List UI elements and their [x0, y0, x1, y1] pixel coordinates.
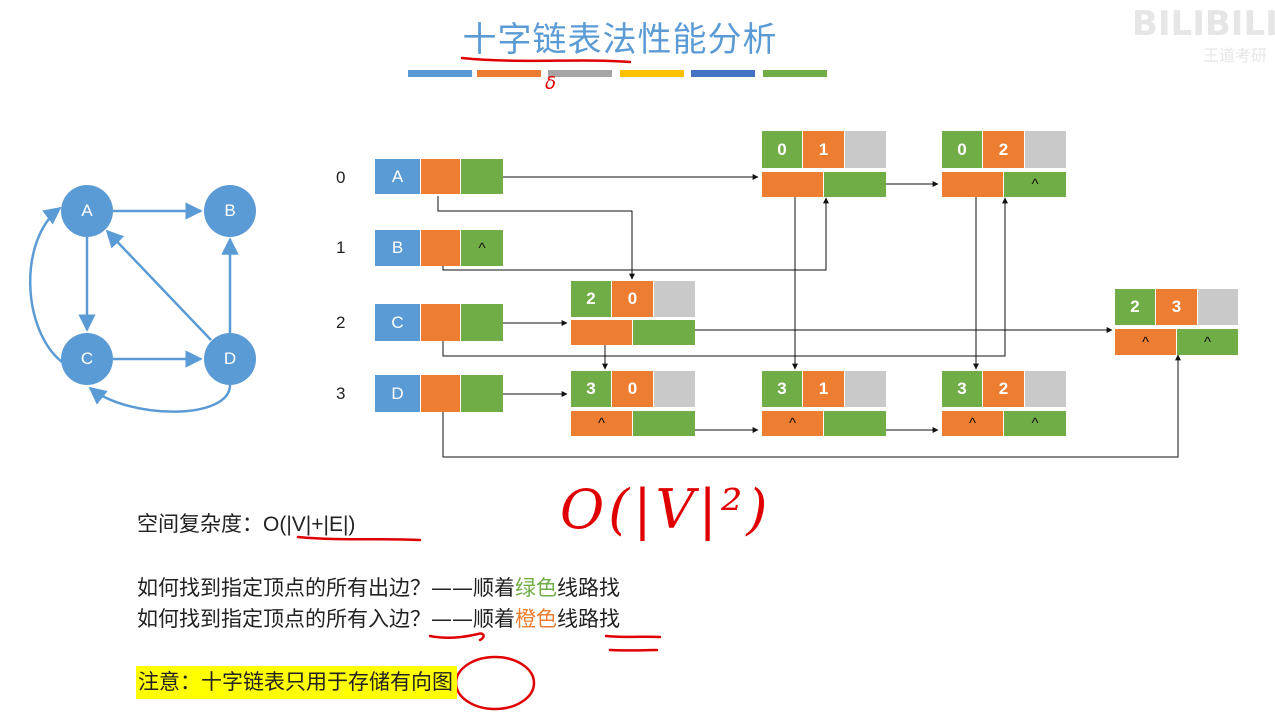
green-word: 绿色 — [515, 576, 557, 600]
tlink-null: ^ — [1004, 411, 1066, 436]
tailvex-cell: 3 — [942, 371, 982, 407]
out-edge-question: 如何找到指定顶点的所有出边？——顺着绿色线路找 — [137, 572, 620, 602]
graph-vertex: B — [204, 185, 256, 237]
vertex-label: B — [224, 201, 236, 220]
vertex-index: 3 — [336, 384, 346, 403]
info-cell — [845, 131, 886, 168]
question-suffix: 线路找 — [557, 576, 620, 600]
info-cell — [1025, 371, 1066, 407]
vertex-index: 1 — [336, 238, 346, 257]
firstout-cell — [461, 375, 503, 412]
title-bar-segment — [477, 70, 541, 77]
graph-vertex: A — [61, 185, 113, 237]
vertex-data-cell: B — [375, 230, 420, 266]
graph-vertex: D — [204, 333, 256, 385]
firstin-cell — [421, 304, 460, 341]
vertex-label: A — [81, 201, 93, 220]
info-cell — [654, 371, 695, 407]
watermark-sub: 王道考研 — [1202, 46, 1267, 65]
watermark-logo: BILIBILI 王道考研 — [1132, 4, 1275, 84]
hlink-null: ^ — [571, 411, 632, 436]
title-bar-segment — [620, 70, 684, 77]
space-complexity-label: 空间复杂度： — [137, 512, 263, 536]
hlink-cell — [942, 172, 1003, 197]
orange-word: 橙色 — [515, 607, 557, 631]
headvex-cell: 0 — [612, 281, 653, 317]
note-highlight: 注意：十字链表只用于存储有向图 — [136, 666, 457, 699]
vertex-data-cell: A — [375, 159, 420, 194]
info-cell — [845, 371, 886, 407]
firstout-cell — [461, 304, 503, 341]
hlink-cell — [571, 320, 632, 345]
vertex-label: C — [80, 349, 94, 368]
firstout-null: ^ — [461, 230, 503, 266]
hlink-cell — [762, 172, 823, 197]
headvex-cell: 2 — [983, 131, 1024, 168]
tailvex-cell: 0 — [762, 131, 802, 168]
space-underline — [296, 535, 422, 542]
tailvex-cell: 2 — [571, 281, 611, 317]
title-bar-segment — [408, 70, 472, 77]
headvex-cell: 1 — [803, 131, 844, 168]
title-bar-segment — [691, 70, 755, 77]
edge-d-c — [88, 384, 232, 413]
edge-d-a — [105, 229, 212, 341]
tlink-null: ^ — [1004, 172, 1066, 197]
graph-edges — [29, 202, 239, 413]
tlink-null: ^ — [1177, 329, 1238, 355]
space-complexity-line: 空间复杂度：O(|V|+|E|) — [137, 508, 355, 538]
orange-underline-1 — [604, 634, 662, 639]
space-complexity-value: O(|V|+|E|) — [263, 513, 356, 536]
handwritten-mark: δ — [545, 73, 557, 94]
headvex-cell: 2 — [983, 371, 1024, 407]
firstin-cell — [421, 375, 460, 412]
tailvex-cell: 0 — [942, 131, 982, 168]
vertex-data-cell: D — [375, 375, 420, 412]
edge-c-a — [29, 206, 63, 363]
info-cell — [1025, 131, 1066, 168]
question-text: 如何找到指定顶点的所有入边？——顺着 — [137, 607, 515, 631]
info-cell — [654, 281, 695, 317]
question-text: 如何找到指定顶点的所有出边？——顺着 — [137, 576, 515, 600]
handwritten-complexity: O(|V|²) — [560, 478, 772, 541]
page-title: 十字链表法性能分析 — [462, 20, 778, 60]
graph-vertex: C — [61, 333, 113, 385]
title-bar-segment — [548, 70, 612, 77]
tailvex-cell: 3 — [762, 371, 802, 407]
tailvex-cell: 2 — [1115, 289, 1155, 325]
handwritten-ink — [296, 56, 662, 711]
question-suffix: 线路找 — [557, 607, 620, 631]
firstin-cell — [421, 230, 460, 266]
hlink-null: ^ — [1115, 329, 1176, 355]
in-edge-question: 如何找到指定顶点的所有入边？——顺着橙色线路找 — [137, 603, 620, 633]
title-bar-segment — [763, 70, 827, 77]
info-cell — [1198, 289, 1238, 325]
tlink-cell — [633, 320, 695, 345]
vertex-label: D — [223, 349, 237, 368]
hlink-null: ^ — [762, 411, 823, 436]
tlink-cell — [824, 411, 886, 436]
firstout-cell — [461, 159, 503, 194]
watermark-main: BILIBILI — [1132, 4, 1275, 44]
firstin-cell — [421, 159, 460, 194]
title-underline — [460, 56, 632, 64]
vertex-index: 2 — [336, 313, 346, 332]
headvex-cell: 1 — [803, 371, 844, 407]
tailvex-cell: 3 — [571, 371, 611, 407]
hlink-null: ^ — [942, 411, 1003, 436]
vertex-index: 0 — [336, 168, 346, 187]
vertex-data-cell: C — [375, 304, 420, 341]
tlink-cell — [824, 172, 886, 197]
headvex-cell: 0 — [612, 371, 653, 407]
directed-graph-circle — [454, 655, 536, 711]
headvex-cell: 3 — [1156, 289, 1197, 325]
tlink-cell — [633, 411, 695, 436]
in-edge-underline — [428, 632, 485, 642]
